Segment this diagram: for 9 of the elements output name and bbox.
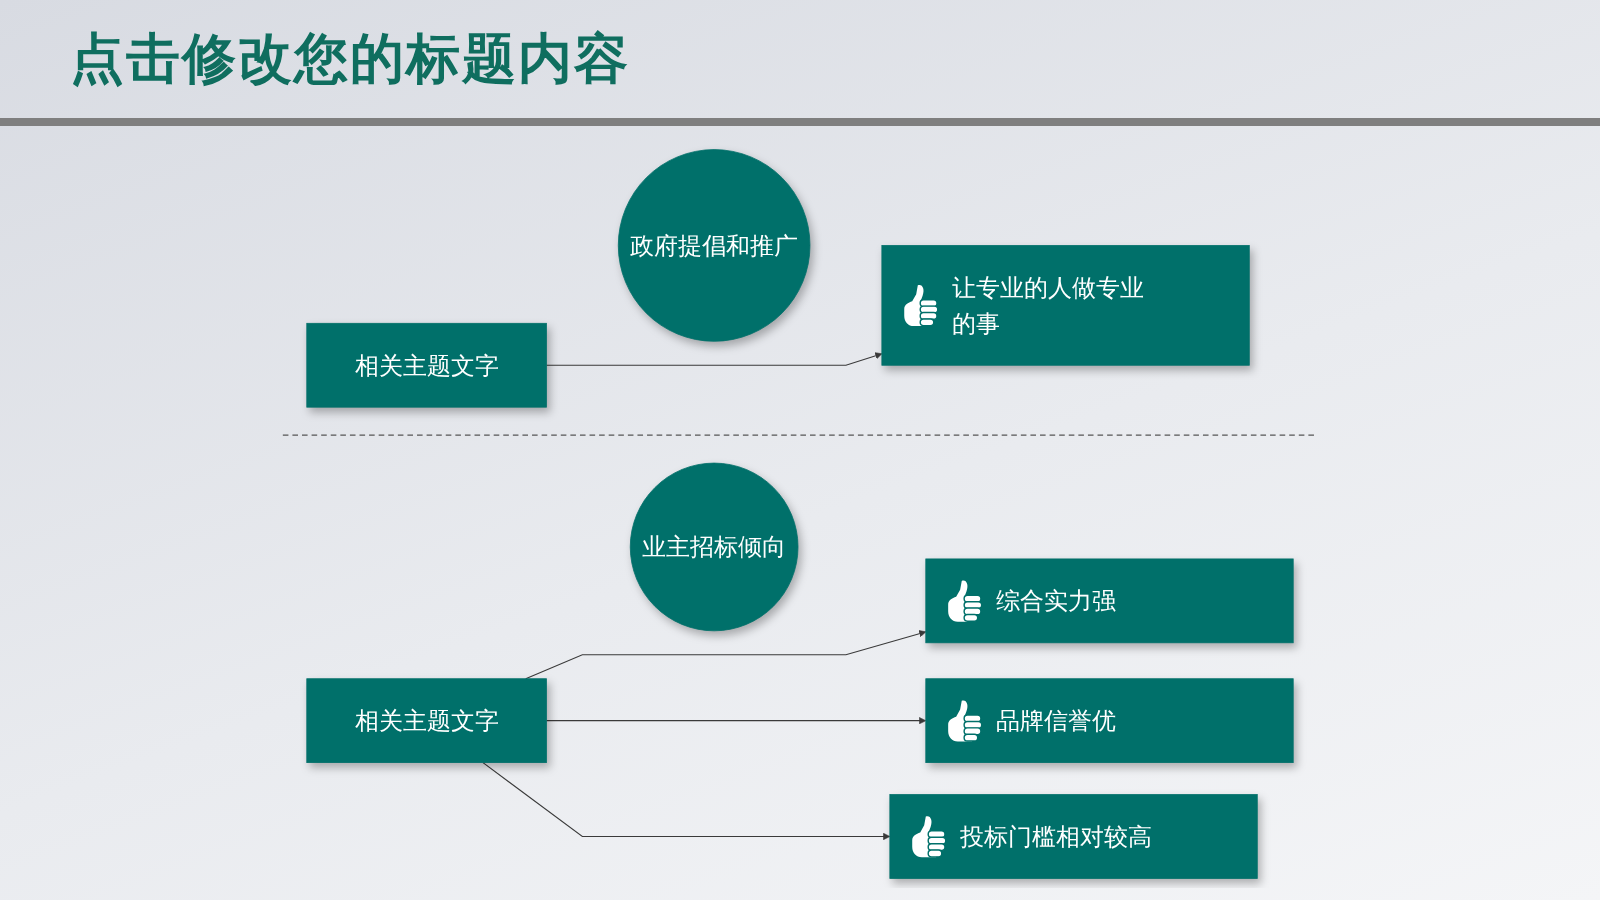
process-box: 品牌信誉优 <box>925 678 1294 763</box>
process-box: 让专业的人做专业的事 <box>881 245 1250 366</box>
process-box: 投标门槛相对较高 <box>889 794 1258 879</box>
process-box: 综合实力强 <box>925 558 1294 644</box>
process-box: 相关主题文字 <box>306 678 547 763</box>
circle-node: 政府提倡和推广 <box>617 149 811 342</box>
process-box: 相关主题文字 <box>306 322 547 408</box>
circle-node: 业主招标倾向 <box>629 462 799 632</box>
title: 点击修改您的标题内容 <box>70 27 630 90</box>
